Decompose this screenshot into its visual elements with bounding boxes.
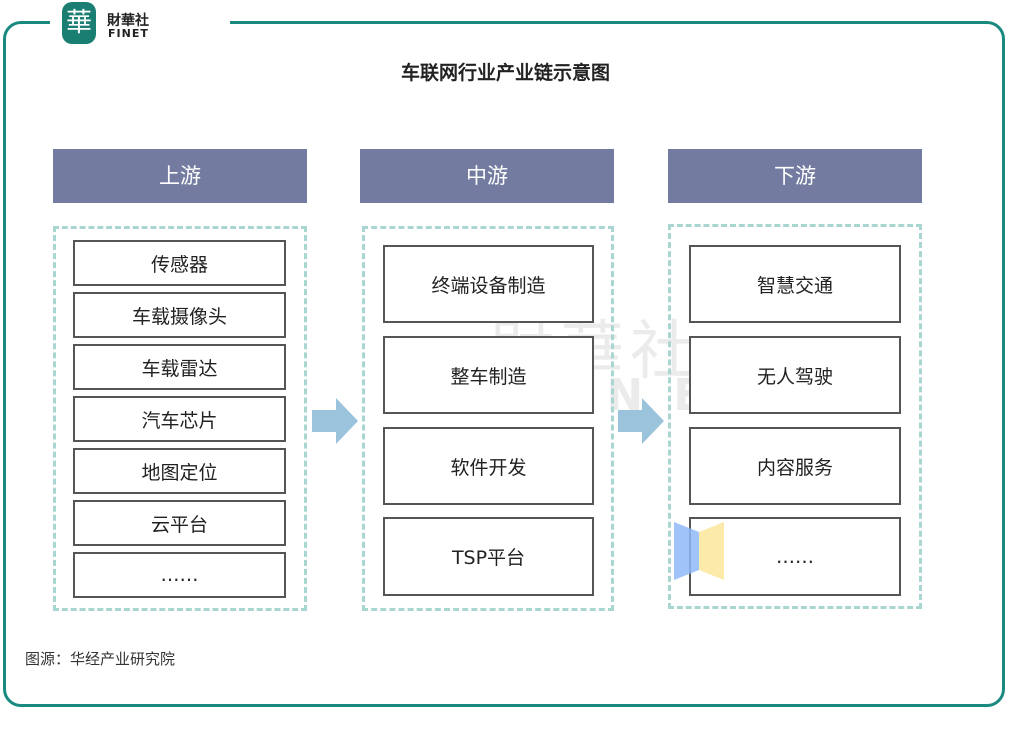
card-frame [3, 21, 1005, 707]
header-upstream: 上游 [53, 149, 307, 203]
downstream-group [668, 224, 922, 609]
upstream-item: 车载雷达 [73, 344, 286, 390]
upstream-item: 云平台 [73, 500, 286, 546]
midstream-group [362, 226, 614, 611]
upstream-item: 传感器 [73, 240, 286, 286]
arrow-right-icon [312, 398, 358, 444]
midstream-item: 软件开发 [383, 427, 594, 505]
upstream-group [53, 226, 307, 611]
arrow-right-icon [618, 398, 664, 444]
decorative-shape-icon [674, 522, 724, 580]
downstream-item: 智慧交通 [689, 245, 901, 323]
source-caption: 图源：华经产业研究院 [25, 650, 176, 668]
midstream-item: TSP平台 [383, 517, 594, 596]
header-downstream: 下游 [668, 149, 922, 203]
logo-text-cn: 財華社 [107, 13, 149, 29]
midstream-item: 整车制造 [383, 336, 594, 414]
upstream-item: 汽车芯片 [73, 396, 286, 442]
upstream-item: 车载摄像头 [73, 292, 286, 338]
logo-text-en: FINET [108, 27, 149, 40]
upstream-item: …… [73, 552, 286, 598]
downstream-item: 无人驾驶 [689, 336, 901, 414]
midstream-item: 终端设备制造 [383, 245, 594, 323]
downstream-item: 内容服务 [689, 427, 901, 505]
logo-mark: 華 [62, 2, 96, 44]
upstream-item: 地图定位 [73, 448, 286, 494]
diagram-title: 车联网行业产业链示意图 [400, 62, 610, 84]
header-midstream: 中游 [360, 149, 614, 203]
